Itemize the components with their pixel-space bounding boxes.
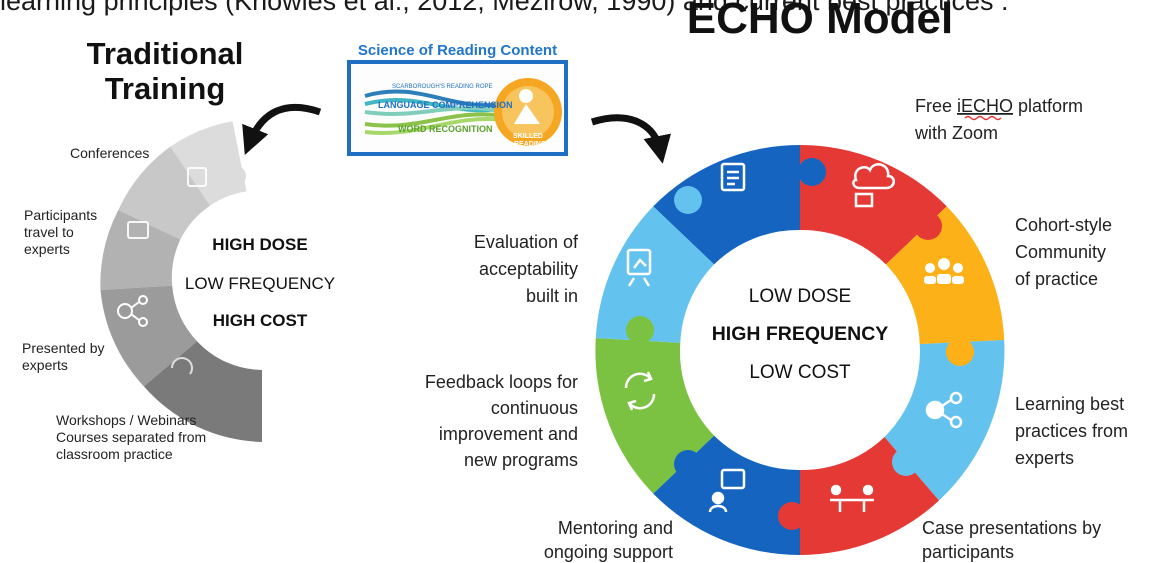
- traditional-segment-conferences: [170, 121, 247, 206]
- puzzle-tab: [674, 450, 702, 478]
- echo-segment-iecho: [800, 144, 947, 265]
- label-cohort-line1: Cohort-style: [1015, 215, 1112, 235]
- label-learning-line2: practices from: [1015, 421, 1128, 441]
- echo-segment-evaluation: [595, 206, 715, 343]
- traditional-title-line2: Training: [104, 71, 226, 106]
- puzzle-tab: [798, 158, 826, 186]
- science-of-reading-title: Science of Reading Content: [357, 42, 558, 59]
- label-workshops-line3: classroom practice: [56, 446, 173, 462]
- puzzle-tab: [946, 338, 974, 366]
- label-learning-line1: Learning best: [1015, 394, 1124, 414]
- share-icon: [117, 295, 148, 327]
- label-mentoring-line1: Mentoring and: [558, 518, 673, 538]
- reading-rope-illustration: SCARBOROUGH'S READING ROPE LANGUAGE COMP…: [364, 78, 562, 148]
- label-learning-line3: experts: [1015, 448, 1074, 468]
- community-icon: [924, 258, 964, 284]
- echo-title: ECHO Model: [686, 0, 954, 43]
- arrow-to-echo: [590, 114, 671, 164]
- echo-ring: [595, 144, 1005, 556]
- echo-dose: LOW DOSE: [749, 286, 851, 307]
- share-icon: [925, 391, 963, 429]
- echo-segment-newsletter: [653, 144, 800, 265]
- cloud-computer-icon: [852, 163, 895, 208]
- label-travel-line2: travel to: [24, 224, 74, 240]
- label-workshops-line2: Courses separated from: [56, 429, 206, 445]
- skilled-label: SKILLED: [513, 133, 543, 140]
- reading-label: READING: [514, 141, 547, 148]
- label-presented-line2: experts: [22, 357, 68, 373]
- label-case-line2: participants: [922, 542, 1014, 562]
- traditional-tab: [226, 166, 246, 186]
- label-evaluation-line2: acceptability: [479, 259, 578, 279]
- echo-frequency: HIGH FREQUENCY: [712, 323, 889, 345]
- traditional-ring: [100, 121, 262, 442]
- label-travel-line3: experts: [24, 241, 70, 257]
- conferences-icon: [187, 167, 207, 187]
- label-iecho-line2: with Zoom: [914, 123, 998, 143]
- puzzle-tab: [626, 316, 654, 344]
- echo-cost: LOW COST: [749, 362, 851, 383]
- label-workshops-line1: Workshops / Webinars: [56, 412, 196, 428]
- rope-heading: SCARBOROUGH'S READING ROPE: [392, 84, 493, 90]
- refresh-cycle-icon: [624, 371, 656, 411]
- traditional-segment-travel: [118, 146, 211, 240]
- puzzle-tab: [914, 212, 942, 240]
- label-iecho-line1: Free iECHO platform: [915, 96, 1083, 116]
- label-presented-line1: Presented by: [22, 340, 105, 356]
- traditional-title-line1: Traditional: [86, 36, 244, 71]
- label-mentoring-line2: ongoing support: [544, 542, 673, 562]
- traditional-segment-middle: [100, 210, 181, 290]
- label-feedback-line1: Feedback loops for: [425, 372, 578, 392]
- label-evaluation-line3: built in: [526, 286, 578, 306]
- arrow-to-traditional: [242, 104, 322, 155]
- mentoring-question-icon: [708, 468, 746, 513]
- newsletter-icon: [720, 162, 746, 192]
- presentation-board-icon: [127, 221, 149, 239]
- spellcheck-squiggle: [964, 115, 1002, 121]
- traditional-title: Traditional Training: [60, 36, 270, 106]
- header-fragment: learning principles (Knowles et al., 201…: [0, 0, 1009, 16]
- label-evaluation-line1: Evaluation of: [474, 232, 579, 252]
- presentation-board-icon: [626, 248, 652, 287]
- meeting-table-icon: [830, 484, 874, 512]
- traditional-segment-presented: [100, 285, 198, 387]
- traditional-tab: [127, 264, 143, 280]
- label-cohort-line3: of practice: [1015, 269, 1098, 289]
- label-feedback-line2: continuous: [491, 398, 578, 418]
- word-recognition-label: WORD RECOGNITION: [398, 124, 493, 134]
- language-comprehension-label: LANGUAGE COMPREHENSION: [378, 100, 513, 110]
- label-feedback-line3: improvement and: [439, 424, 578, 444]
- puzzle-tab: [674, 186, 702, 214]
- label-cohort-line2: Community: [1015, 242, 1106, 262]
- label-travel-line1: Participants: [24, 207, 97, 223]
- puzzle-tab: [892, 448, 920, 476]
- label-case-line1: Case presentations by: [922, 518, 1101, 538]
- cycle-icon: [171, 357, 193, 375]
- traditional-cost: HIGH COST: [213, 311, 308, 330]
- puzzle-tab: [778, 502, 806, 530]
- traditional-dose: HIGH DOSE: [212, 235, 307, 254]
- label-conferences: Conferences: [70, 145, 149, 161]
- traditional-segment-workshops: [143, 341, 262, 442]
- label-feedback-line4: new programs: [464, 450, 578, 470]
- traditional-frequency: LOW FREQUENCY: [185, 274, 335, 293]
